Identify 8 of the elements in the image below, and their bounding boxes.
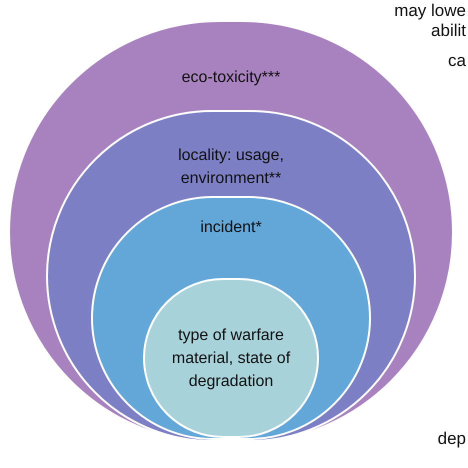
- circle-label: eco-toxicity***: [180, 68, 282, 88]
- note-text: may lowe: [394, 0, 466, 22]
- note-text: ca: [448, 50, 466, 72]
- circle-label: type of warfare material, state of degradation: [170, 326, 292, 392]
- circle-label: incident*: [199, 218, 263, 238]
- note-text: dep: [438, 428, 466, 450]
- circle-label: locality: usage, environment**: [177, 146, 285, 189]
- note-text: abilit: [431, 20, 466, 42]
